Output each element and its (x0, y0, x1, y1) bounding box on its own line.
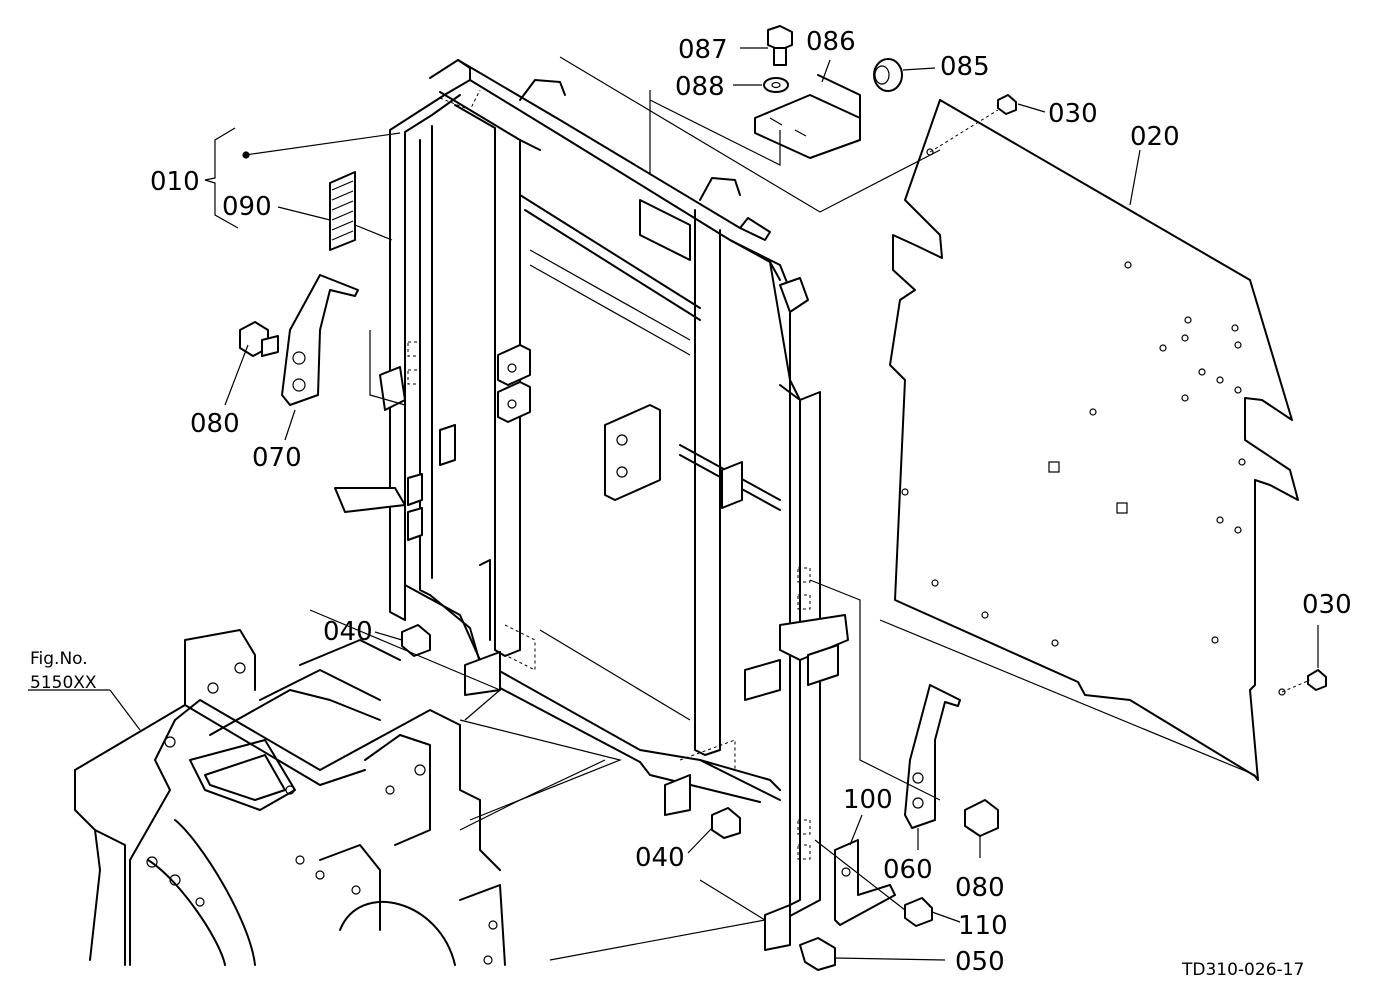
engine-housing (74, 629, 506, 966)
bolt-050 (799, 937, 836, 971)
bolt-030-upper (997, 94, 1017, 115)
bracket-086 (754, 94, 861, 159)
washer-088 (763, 77, 789, 93)
cushion-085 (873, 58, 903, 92)
bracket-100 (834, 839, 896, 926)
callout-086: 086 (806, 27, 856, 57)
bolt-030-lower (1307, 669, 1327, 691)
callout-085: 085 (940, 52, 990, 82)
callout-100: 100 (843, 785, 893, 815)
bolt-040-lower (711, 807, 741, 839)
bolt-087 (767, 25, 793, 66)
callout-060: 060 (883, 855, 933, 885)
callout-110: 110 (958, 911, 1008, 941)
radiator-frame (334, 59, 849, 951)
reference-lines (309, 56, 1311, 961)
callout-080-right: 080 (955, 873, 1005, 903)
callout-090: 090 (222, 192, 272, 222)
callout-080-left: 080 (190, 409, 240, 439)
callout-030-lower: 030 (1302, 590, 1352, 620)
callout-050: 050 (955, 947, 1005, 977)
leader-lines (28, 47, 1319, 961)
bolt-040-upper (401, 624, 431, 657)
bracket-060 (904, 684, 961, 829)
callout-088: 088 (675, 72, 725, 102)
bracket-group-010 (204, 127, 250, 229)
panel-020 (889, 99, 1299, 781)
label-090 (329, 171, 356, 251)
bolt-080-right (964, 799, 999, 837)
callout-010: 010 (150, 167, 200, 197)
callout-070: 070 (252, 443, 302, 473)
figure-ref-line2: 5150XX (30, 673, 97, 693)
drawing-code: TD310-026-17 (1181, 960, 1304, 980)
bolt-110 (904, 897, 933, 927)
callout-030-upper: 030 (1048, 99, 1098, 129)
figure-ref-line1: Fig.No. (30, 649, 88, 669)
callout-040-upper: 040 (323, 617, 373, 647)
bracket-070 (281, 274, 359, 406)
callout-020: 020 (1130, 122, 1180, 152)
callout-087: 087 (678, 35, 728, 65)
callout-labels: 087 086 085 088 030 020 010 090 080 070 … (30, 27, 1352, 980)
callout-040-lower: 040 (635, 843, 685, 873)
